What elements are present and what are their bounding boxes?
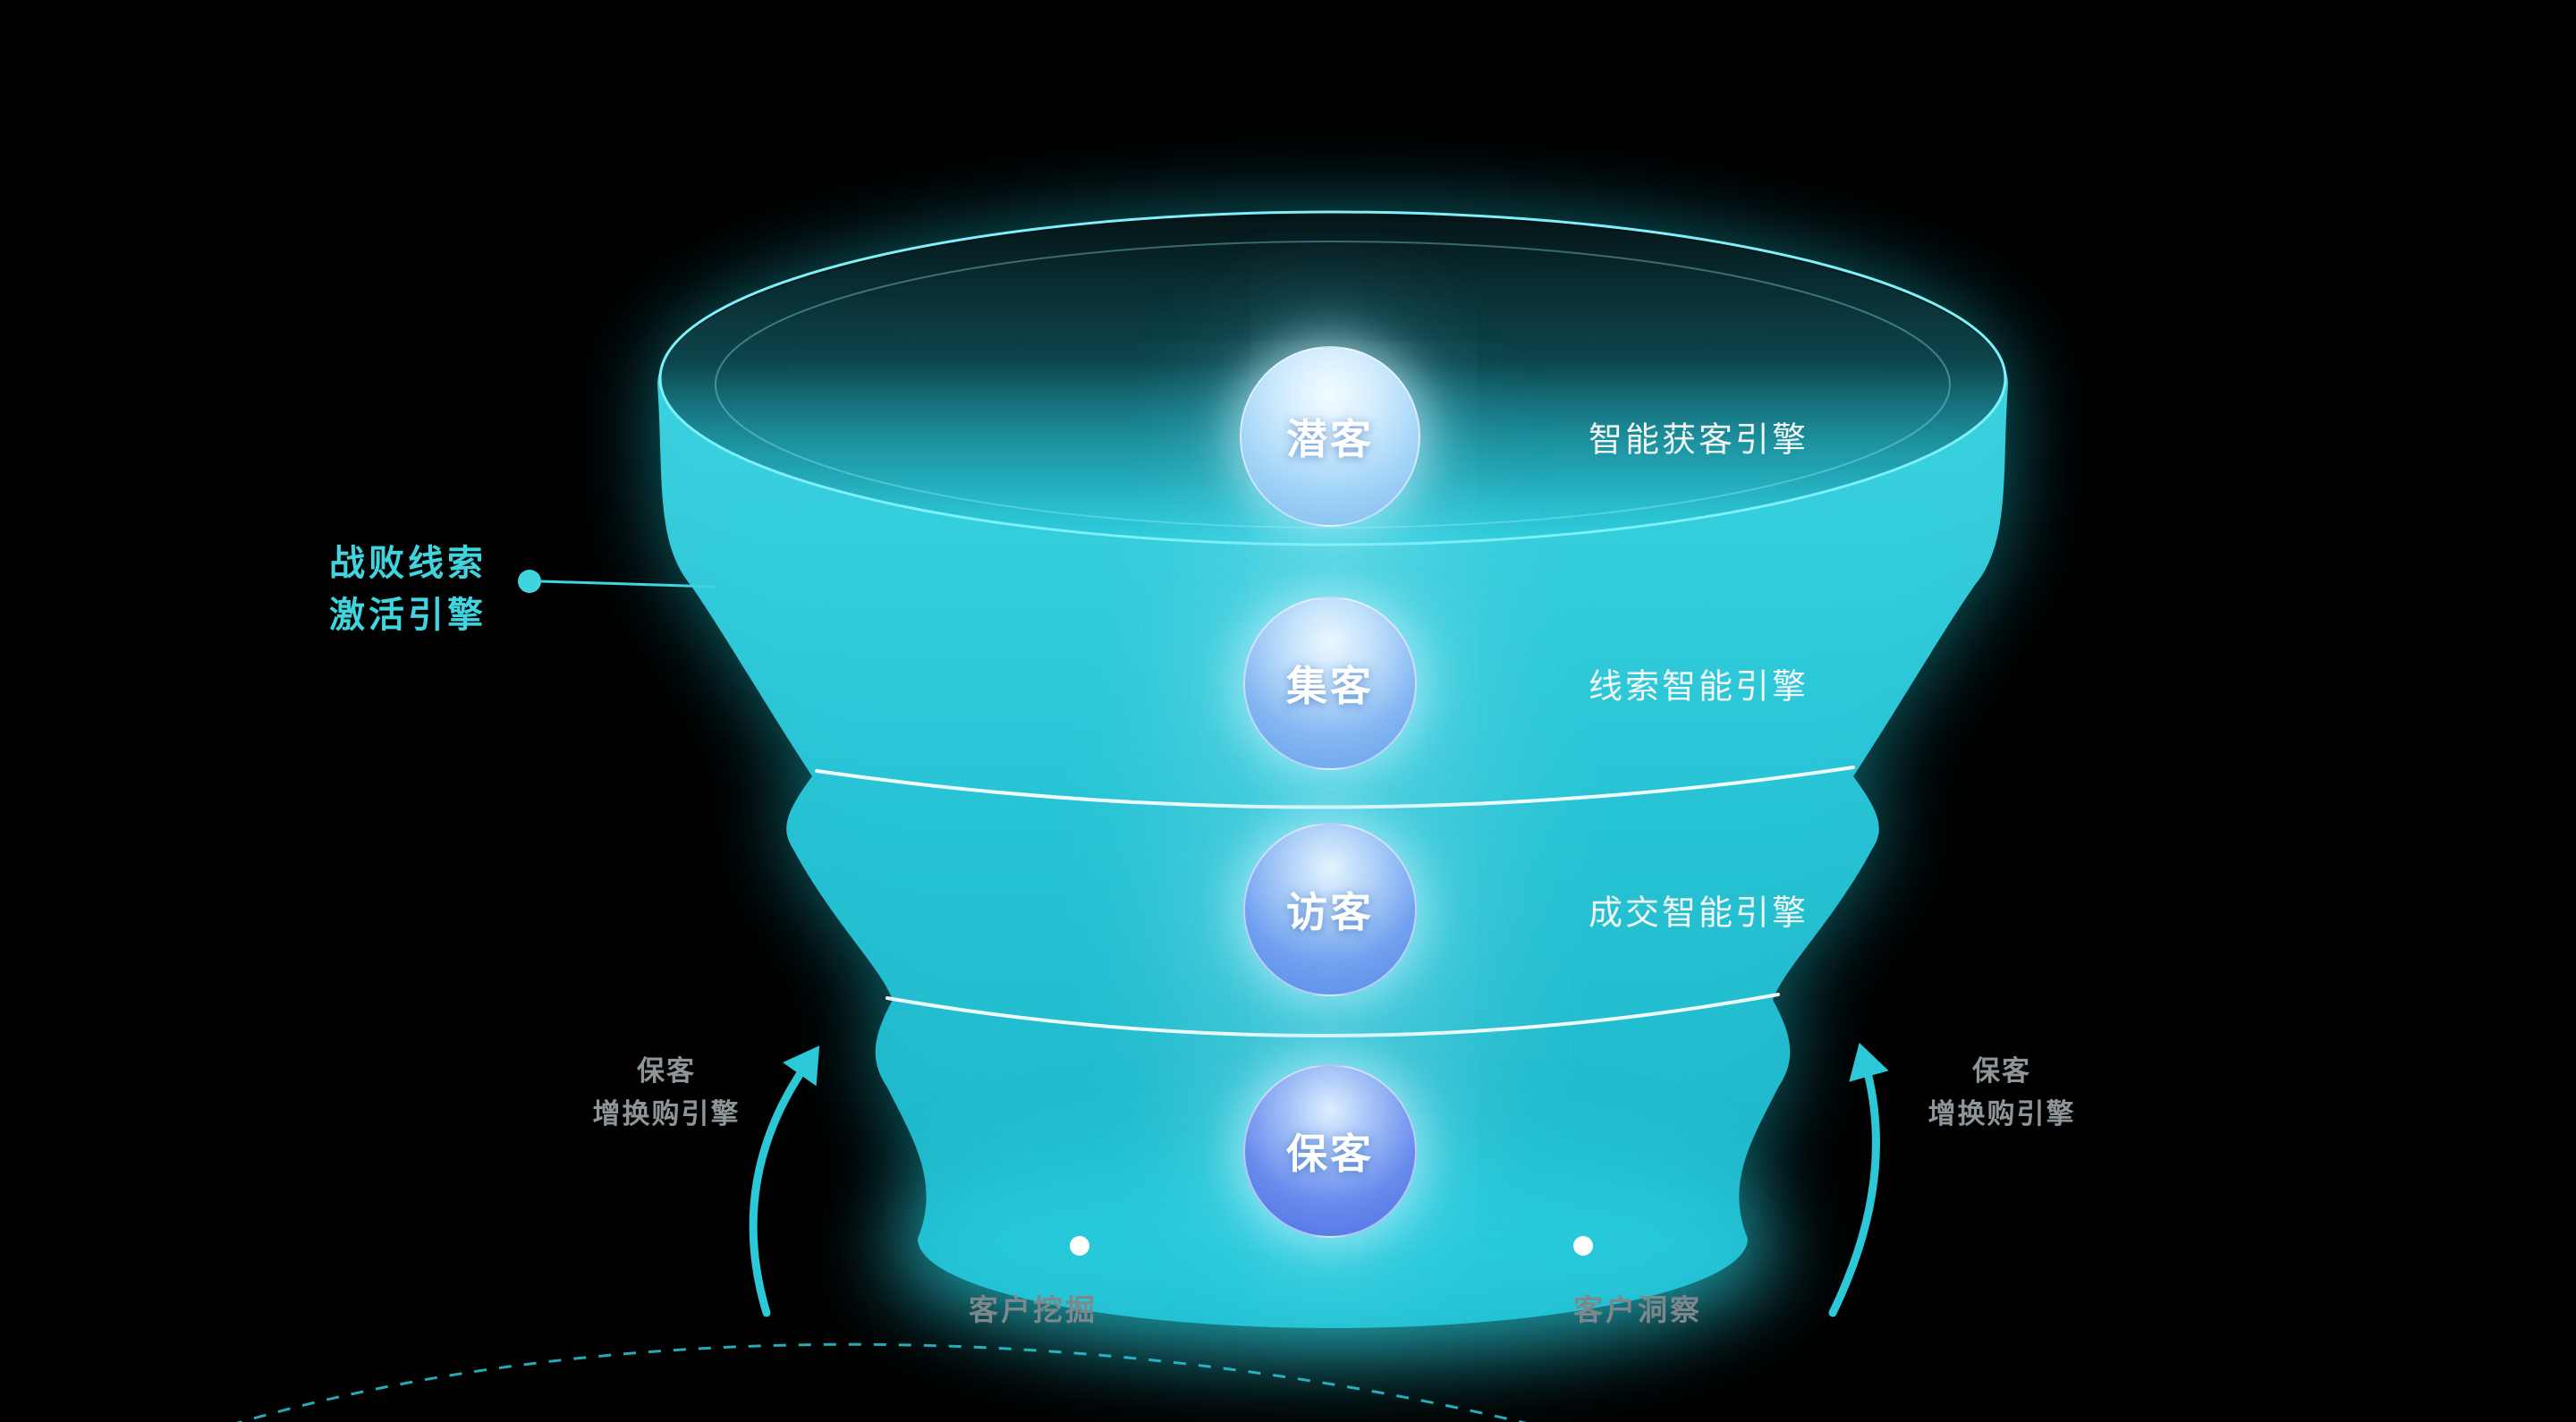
retention-right-line1: 保客	[1972, 1054, 2031, 1087]
connector-dot-icon	[518, 570, 541, 593]
right-up-arrow-icon	[1828, 1042, 1889, 1317]
retention-left-line1: 保客	[637, 1054, 696, 1087]
retention-right-line2: 增换购引擎	[1928, 1098, 2076, 1130]
stage-circle-prospects: 潜客	[1240, 346, 1420, 527]
connector-line	[540, 580, 716, 588]
tier-divider-2	[886, 993, 1780, 1037]
funnel-base-glow	[886, 1143, 1780, 1358]
stage-label: 保客	[1286, 1130, 1374, 1177]
stage-label: 集客	[1286, 663, 1374, 709]
left-up-arrow-icon	[749, 1045, 820, 1317]
stage-circle-retained: 保客	[1243, 1064, 1417, 1238]
lost-leads-line1: 战败线索	[329, 544, 487, 583]
stage-label: 访客	[1286, 889, 1374, 935]
lost-leads-line2: 激活引擎	[329, 596, 487, 635]
mining-dot-icon	[1070, 1236, 1089, 1256]
retention-label-right: 保客 增换购引擎	[1928, 1050, 2076, 1136]
tier-divider-1	[815, 766, 1855, 809]
funnel-rim-inner-line	[715, 241, 1951, 529]
engine-label-lead-intelligence: 线索智能引擎	[1589, 668, 1809, 707]
lost-leads-callout: 战败线索 激活引擎	[329, 537, 487, 641]
customer-insight-label: 客户洞察	[1573, 1293, 1702, 1326]
retention-left-line2: 增换购引擎	[592, 1098, 741, 1130]
customer-mining-label: 客户挖掘	[969, 1293, 1097, 1326]
stage-circle-visitors: 访客	[1243, 823, 1417, 996]
engine-label-acquisition: 智能获客引擎	[1589, 421, 1809, 460]
stage-label: 潜客	[1286, 416, 1374, 462]
stage-circle-leads: 集客	[1243, 597, 1417, 770]
insight-dot-icon	[1573, 1236, 1593, 1256]
retention-label-left: 保客 增换购引擎	[593, 1050, 741, 1136]
dashed-orbit-arc	[236, 1342, 1528, 1422]
engine-label-deal-intelligence: 成交智能引擎	[1589, 894, 1809, 933]
